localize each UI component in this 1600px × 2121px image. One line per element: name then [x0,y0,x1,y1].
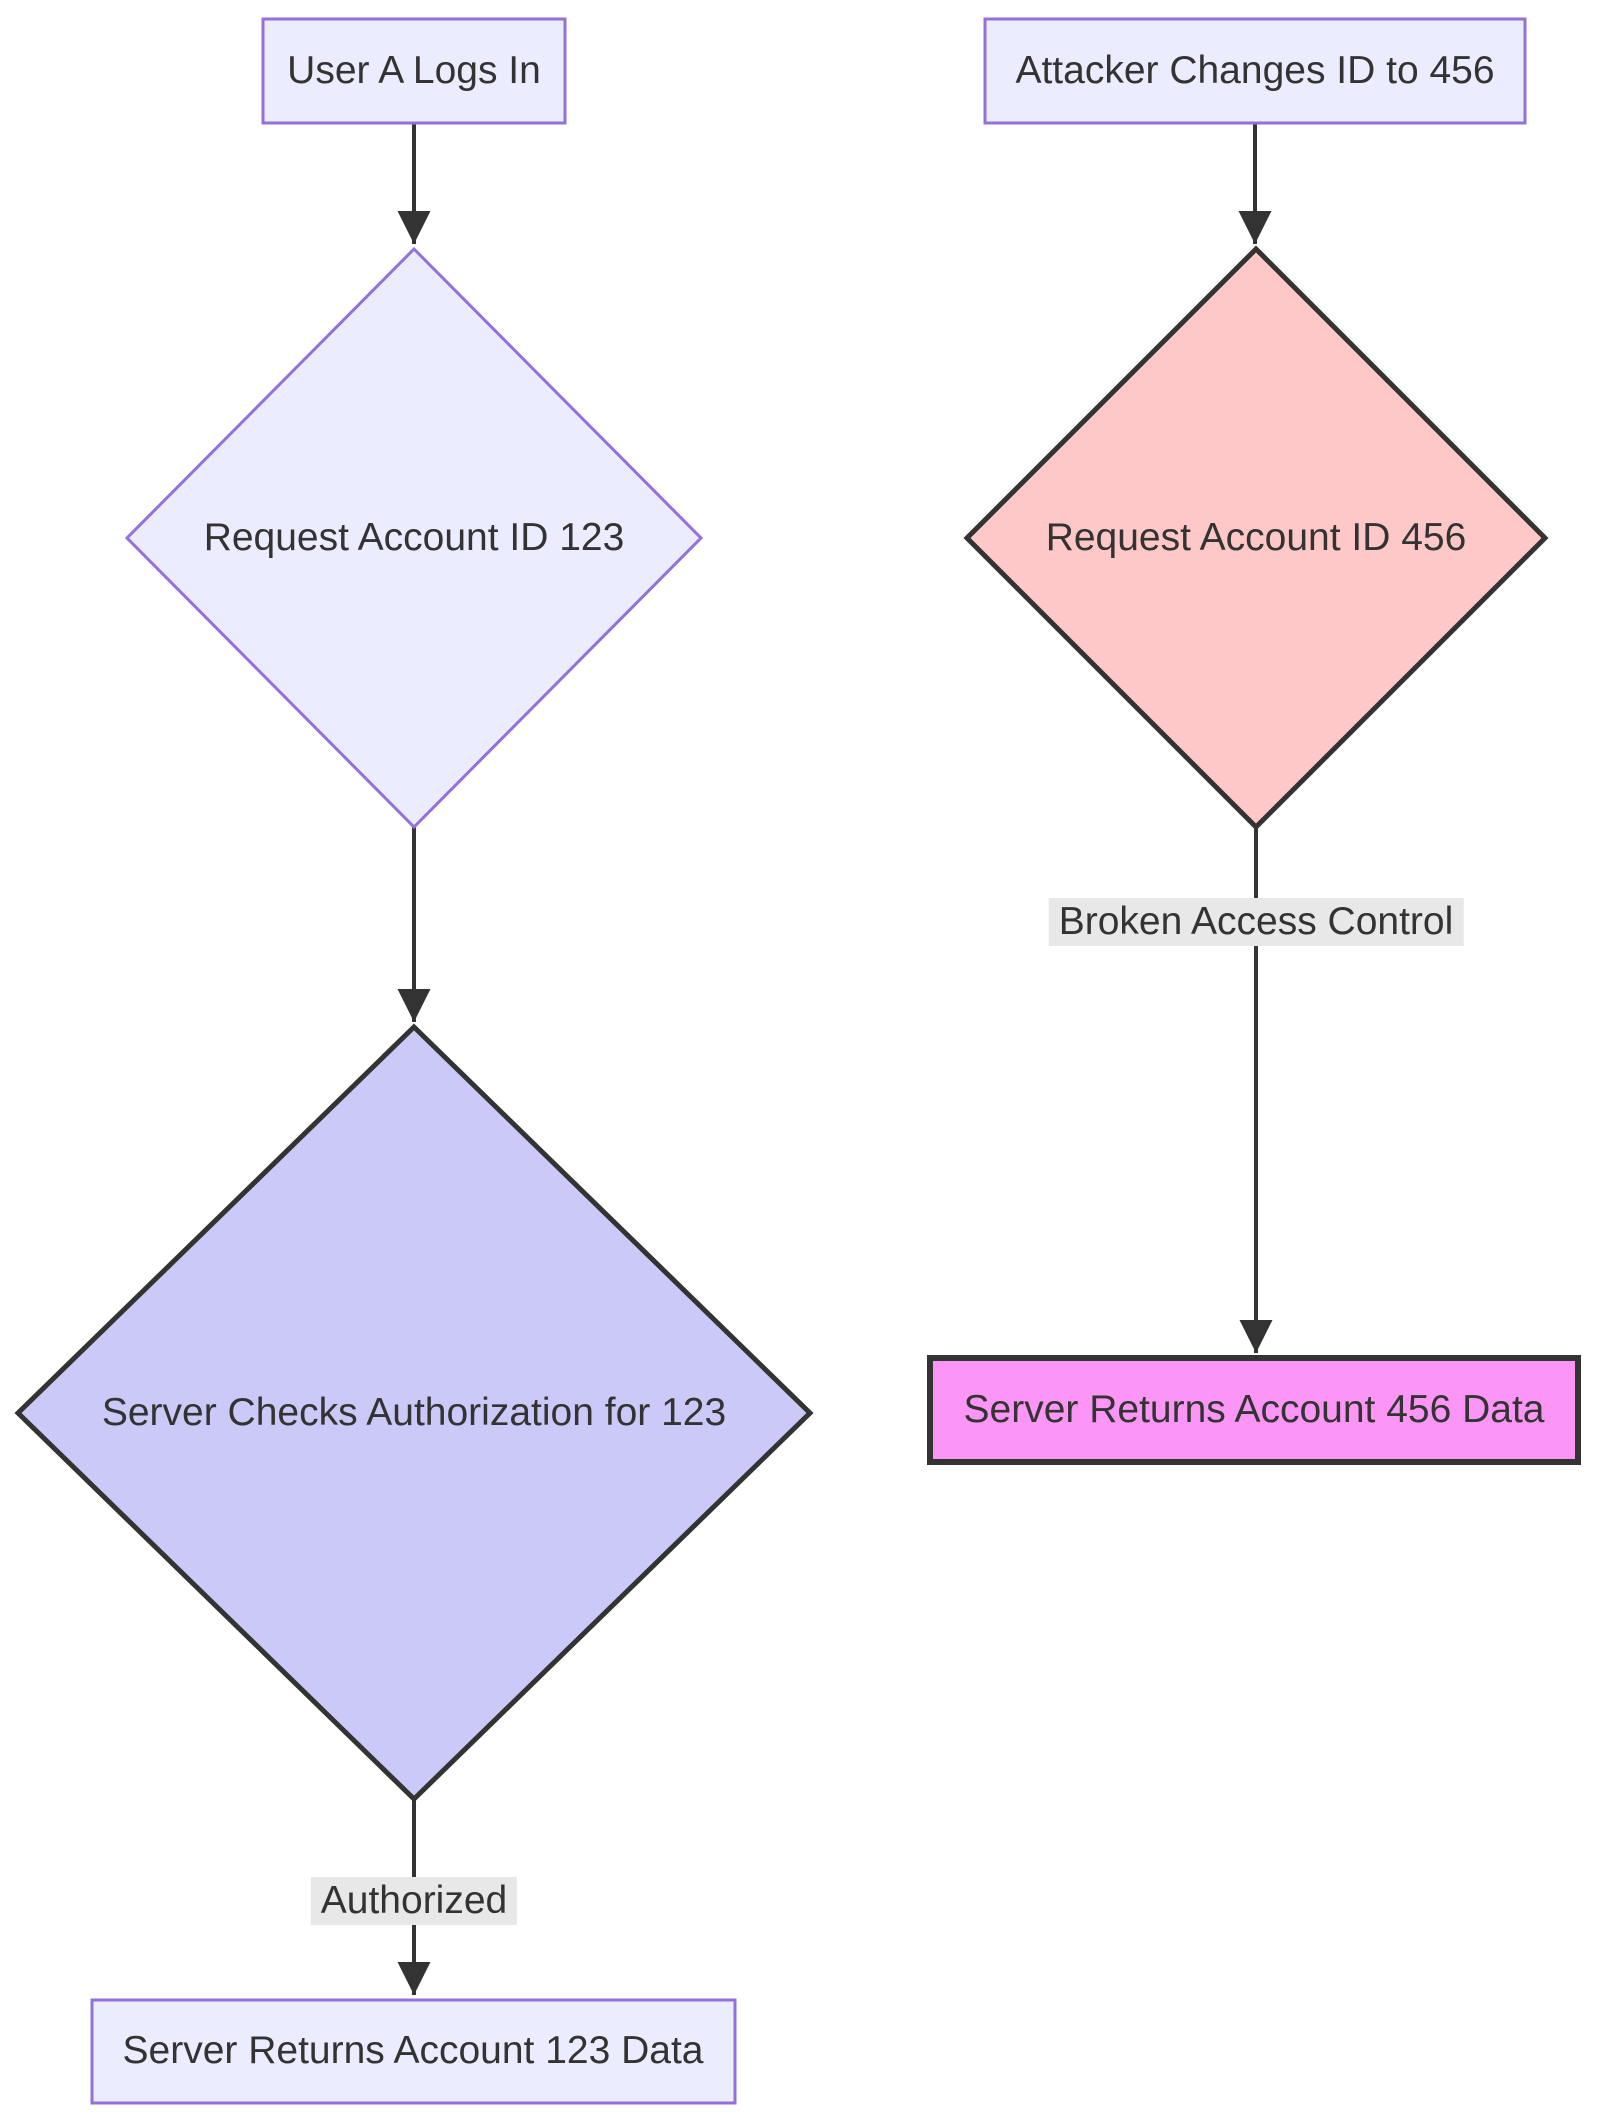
user-login-label: User A Logs In [287,49,541,92]
return-456-label: Server Returns Account 456 Data [963,1388,1545,1431]
request-456-label: Request Account ID 456 [1045,516,1467,559]
node-server-checks-diamond [14,1023,814,1803]
authorized-edge-label: Authorized [310,1877,518,1925]
node-attacker-box [983,17,1527,125]
node-request-123-diamond [124,246,704,830]
node-return-456-box [927,1355,1581,1465]
node-user-login-box [261,17,567,125]
server-checks-label: Server Checks Authorization for 123 [101,1391,727,1434]
request-123-label: Request Account ID 123 [203,516,625,559]
broken-access-control-edge-label: Broken Access Control [1048,898,1464,946]
attacker-label: Attacker Changes ID to 456 [1015,49,1495,92]
node-request-456-diamond [963,245,1549,831]
return-123-label: Server Returns Account 123 Data [122,2029,704,2072]
node-return-123-box [90,1998,737,2105]
